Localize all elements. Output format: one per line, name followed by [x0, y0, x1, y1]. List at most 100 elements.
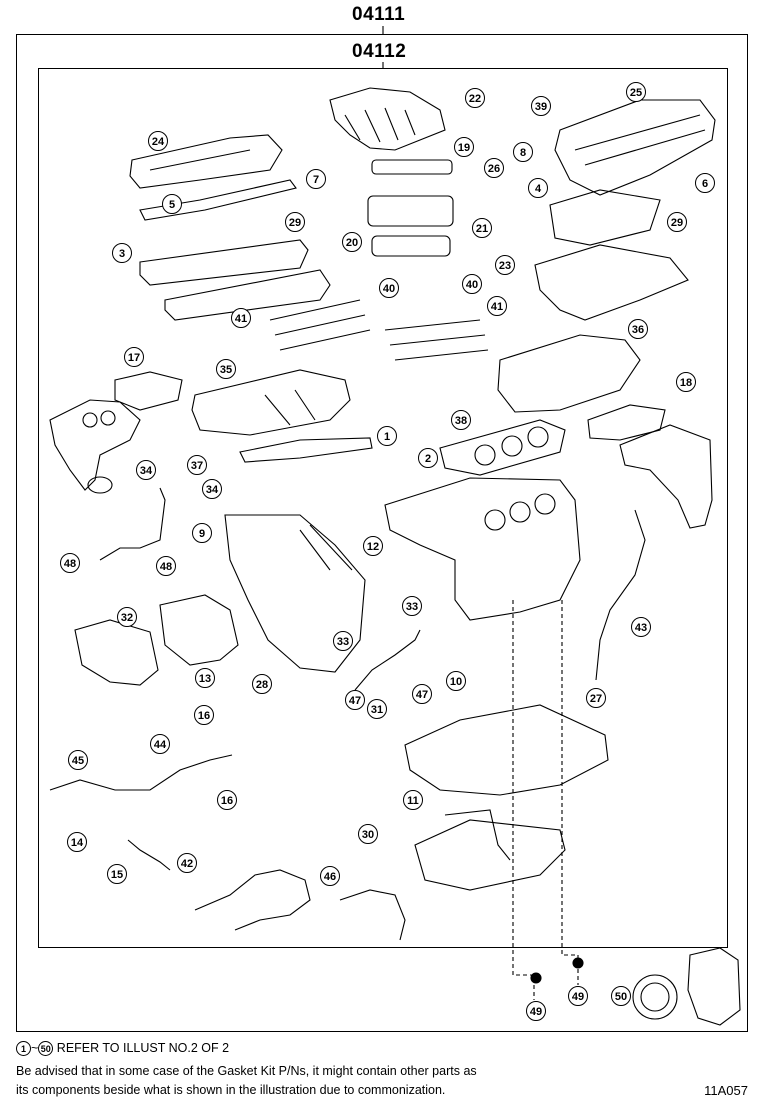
- seal-49a-shape: [530, 972, 542, 984]
- part-callout-34: 34: [202, 479, 222, 499]
- dashed-leader-49b: [561, 600, 579, 985]
- part-callout-6: 6: [695, 173, 715, 193]
- figure-id: 11A057: [704, 1083, 748, 1098]
- range-separator: ~: [31, 1041, 39, 1055]
- hose-short-shape: [127, 839, 171, 871]
- kit-code-outer: 04111: [352, 4, 406, 25]
- part-callout-2: 2: [418, 448, 438, 468]
- part-callout-14: 14: [67, 832, 87, 852]
- exhaust-manifold-left-shape: [49, 399, 141, 494]
- dipstick-tube-shape: [595, 509, 646, 681]
- part-callout-33: 33: [402, 596, 422, 616]
- cam-housing-right-shape: [534, 189, 689, 321]
- part-callout-43: 43: [631, 617, 651, 637]
- outer-kit-frame: [16, 34, 748, 1032]
- part-callout-25: 25: [626, 82, 646, 102]
- range-start-marker: 1: [16, 1041, 31, 1057]
- part-callout-50: 50: [611, 986, 631, 1006]
- part-callout-29: 29: [667, 212, 687, 232]
- valves-shape: [269, 299, 489, 361]
- part-callout-4: 4: [528, 178, 548, 198]
- kit-code-inner: 04112: [352, 41, 407, 62]
- cylinder-head-right-shape: [497, 334, 641, 413]
- water-bypass-pipe-shape: [194, 869, 311, 931]
- oil-pickup-shape: [444, 809, 511, 861]
- engine-block-shape: [384, 477, 581, 621]
- part-callout-45: 45: [68, 750, 88, 770]
- part-callout-46: 46: [320, 866, 340, 886]
- valve-cover-left-shape: [129, 134, 283, 189]
- head-gasket-left-shape: [239, 437, 373, 463]
- range-reference: 1~50 REFER TO ILLUST NO.2 OF 2: [16, 1040, 230, 1057]
- part-callout-1: 1: [377, 426, 397, 446]
- part-callout-31: 31: [367, 699, 387, 719]
- oil-pan-upper-shape: [404, 704, 609, 796]
- part-callout-47: 47: [412, 684, 432, 704]
- part-callout-41: 41: [487, 296, 507, 316]
- water-outlet-pipe-shape: [49, 754, 233, 791]
- part-callout-16: 16: [194, 705, 214, 725]
- exhaust-manifold-right-shape: [619, 424, 713, 529]
- oil-pipe-right-shape: [354, 629, 421, 691]
- part-callout-16: 16: [217, 790, 237, 810]
- part-callout-7: 7: [306, 169, 326, 189]
- intake-gasket-shapes: [367, 159, 454, 257]
- valve-cover-gasket-left-shape: [139, 179, 297, 221]
- intake-manifold-shape: [329, 87, 446, 151]
- part-callout-39: 39: [531, 96, 551, 116]
- cam-housing-left-shape: [139, 239, 331, 321]
- part-callout-33: 33: [333, 631, 353, 651]
- part-callout-15: 15: [107, 864, 127, 884]
- part-callout-47: 47: [345, 690, 365, 710]
- cylinder-head-left-shape: [191, 369, 351, 436]
- water-hose-shape: [339, 889, 406, 941]
- part-callout-44: 44: [150, 734, 170, 754]
- part-callout-18: 18: [676, 372, 696, 392]
- part-callout-49: 49: [526, 1001, 546, 1021]
- part-callout-36: 36: [628, 319, 648, 339]
- part-callout-48: 48: [156, 556, 176, 576]
- range-end-marker: 50: [38, 1041, 54, 1057]
- part-callout-38: 38: [451, 410, 471, 430]
- oil-pan-lower-shape: [414, 819, 566, 891]
- dashed-leader-49a: [512, 600, 535, 1000]
- part-callout-24: 24: [148, 131, 168, 151]
- part-callout-48: 48: [60, 553, 80, 573]
- part-callout-12: 12: [363, 536, 383, 556]
- seal-49b-shape: [572, 957, 584, 969]
- part-callout-42: 42: [177, 853, 197, 873]
- disclaimer-line-2: its components beside what is shown in t…: [16, 1083, 446, 1097]
- exhaust-gasket-left-shape: [114, 371, 183, 411]
- part-callout-28: 28: [252, 674, 272, 694]
- part-callout-27: 27: [586, 688, 606, 708]
- part-callout-10: 10: [446, 671, 466, 691]
- water-pump-shape: [74, 594, 239, 686]
- part-callout-29: 29: [285, 212, 305, 232]
- disclaimer-line-1: Be advised that in some case of the Gask…: [16, 1064, 477, 1078]
- part-callout-19: 19: [454, 137, 474, 157]
- valve-cover-right-shape: [554, 99, 716, 196]
- timing-cover-shape: [224, 514, 366, 673]
- part-callout-9: 9: [192, 523, 212, 543]
- part-callout-20: 20: [342, 232, 362, 252]
- part-callout-40: 40: [462, 274, 482, 294]
- part-callout-22: 22: [465, 88, 485, 108]
- range-note-text: REFER TO ILLUST NO.2 OF 2: [53, 1041, 230, 1055]
- part-callout-3: 3: [112, 243, 132, 263]
- rear-seal-retainer-shape: [632, 947, 741, 1026]
- part-callout-49: 49: [568, 986, 588, 1006]
- oil-pipe-left-shape: [99, 487, 166, 561]
- part-callout-35: 35: [216, 359, 236, 379]
- head-gasket-right-shape: [439, 419, 566, 476]
- part-callout-21: 21: [472, 218, 492, 238]
- inner-kit-frame: [38, 68, 728, 948]
- part-callout-8: 8: [513, 142, 533, 162]
- part-callout-13: 13: [195, 668, 215, 688]
- part-callout-26: 26: [484, 158, 504, 178]
- part-callout-40: 40: [379, 278, 399, 298]
- part-callout-30: 30: [358, 824, 378, 844]
- part-callout-17: 17: [124, 347, 144, 367]
- part-callout-5: 5: [162, 194, 182, 214]
- part-callout-37: 37: [187, 455, 207, 475]
